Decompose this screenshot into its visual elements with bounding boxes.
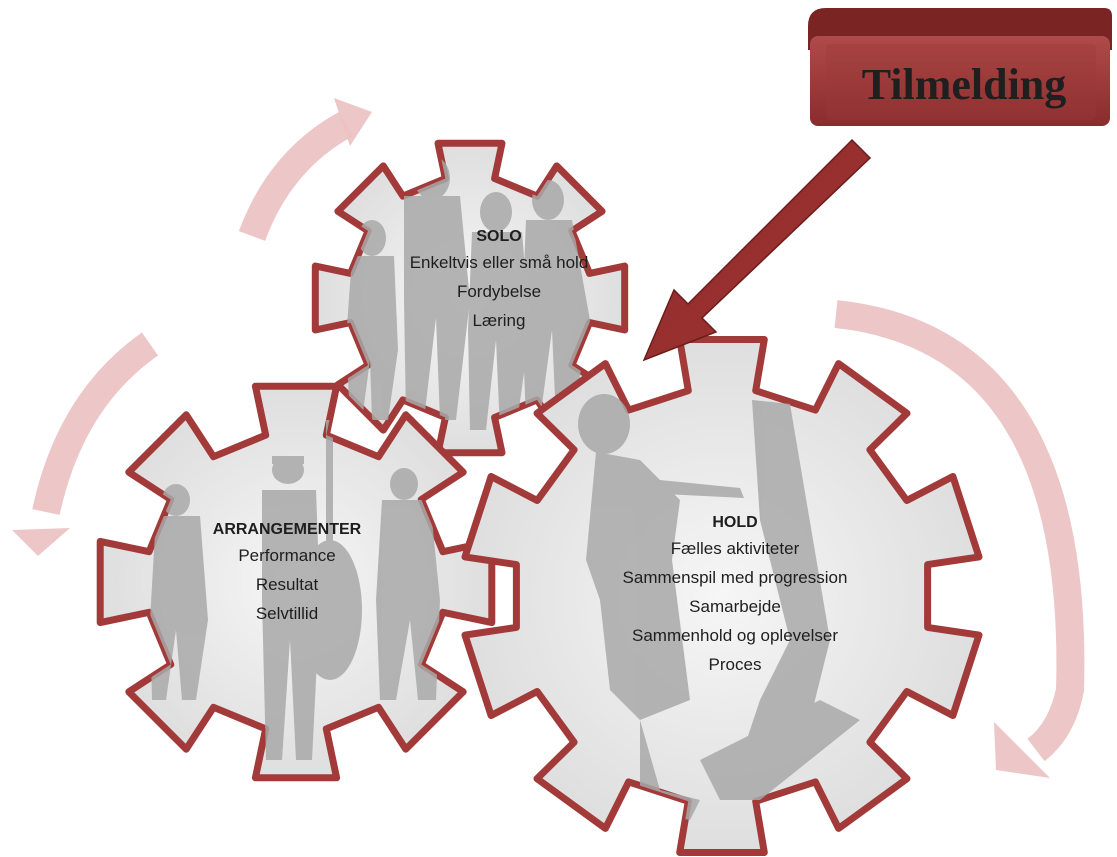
cycle-arrow-top bbox=[238, 98, 372, 242]
solo-title: SOLO bbox=[476, 228, 522, 245]
solo-silhouette bbox=[346, 156, 590, 430]
solo-text: SOLO Enkeltvis eller små hold Fordybelse… bbox=[383, 226, 615, 339]
gear-solo bbox=[311, 139, 629, 457]
hold-line-1: Fælles aktiviteter bbox=[670, 539, 800, 558]
arrangementer-line-1: Performance bbox=[238, 546, 336, 565]
arrangementer-title: ARRANGEMENTER bbox=[212, 521, 362, 538]
hold-line-2: Sammenspil med progression bbox=[622, 568, 848, 587]
solo-line-2: Fordybelse bbox=[456, 282, 542, 301]
hold-silhouette bbox=[578, 394, 860, 820]
tilmelding-label[interactable]: Tilmelding bbox=[861, 59, 1067, 109]
hold-text: HOLD Fælles aktiviteter Sammenspil med p… bbox=[575, 512, 895, 683]
solo-line-3: Læring bbox=[472, 311, 526, 330]
hold-title: HOLD bbox=[712, 514, 758, 531]
arrangementer-line-2: Resultat bbox=[255, 575, 319, 594]
solo-line-1: Enkeltvis eller små hold bbox=[409, 253, 589, 272]
hold-line-4: Sammenhold og oplevelser bbox=[631, 626, 838, 645]
cycle-arrow-left bbox=[12, 332, 159, 556]
hold-line-3: Samarbejde bbox=[689, 597, 781, 616]
gear-hold bbox=[461, 336, 983, 856]
entry-arrow bbox=[642, 138, 872, 362]
arrangementer-text: ARRANGEMENTER Performance Resultat Selvt… bbox=[166, 519, 408, 632]
hold-line-5: Proces bbox=[708, 655, 762, 674]
arrangementer-line-3: Selvtillid bbox=[255, 604, 319, 623]
gear-arrangementer bbox=[96, 382, 496, 782]
cycle-arrow-right bbox=[834, 300, 1085, 778]
tilmelding-box[interactable] bbox=[808, 8, 1112, 126]
